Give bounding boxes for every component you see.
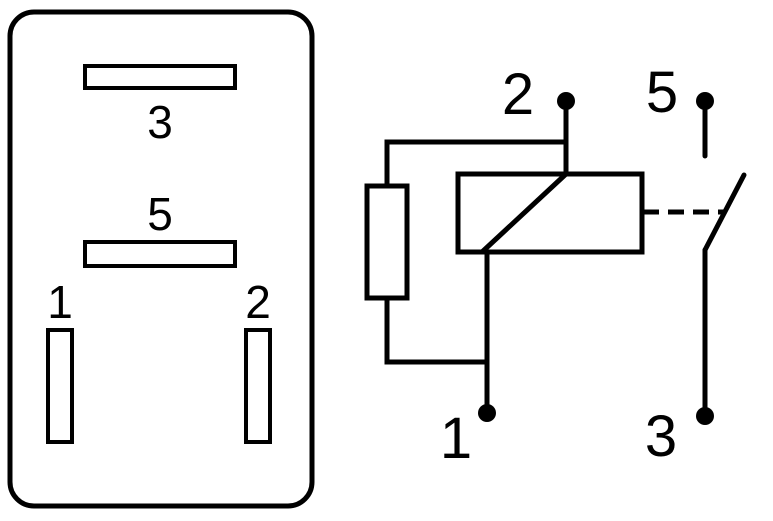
pin-3-label: 3	[147, 96, 173, 148]
wire-resistor-top	[384, 139, 569, 189]
switch-arm	[702, 172, 747, 253]
suppression-resistor	[364, 183, 410, 301]
pin-1-label: 1	[47, 276, 73, 328]
pin-5-label: 5	[147, 188, 173, 240]
relay-schematic: 2 5 1 3	[364, 60, 747, 471]
blade-pin-5	[83, 240, 237, 268]
blade-pin-2	[244, 328, 272, 444]
relay-coil	[455, 171, 645, 255]
terminal-2-label: 2	[502, 62, 534, 127]
terminal-3-label: 3	[645, 404, 677, 469]
coil-diagonal	[479, 171, 569, 255]
wire-resistor-bottom	[384, 295, 490, 365]
relay-footprint: 3 5 1 2	[7, 9, 315, 509]
relay-housing-outline	[7, 9, 315, 509]
blade-pin-1	[46, 328, 74, 444]
blade-pin-3	[83, 64, 237, 90]
terminal-1-label: 1	[440, 406, 472, 471]
terminal-5-label: 5	[646, 60, 678, 125]
pin-2-label: 2	[245, 276, 271, 328]
